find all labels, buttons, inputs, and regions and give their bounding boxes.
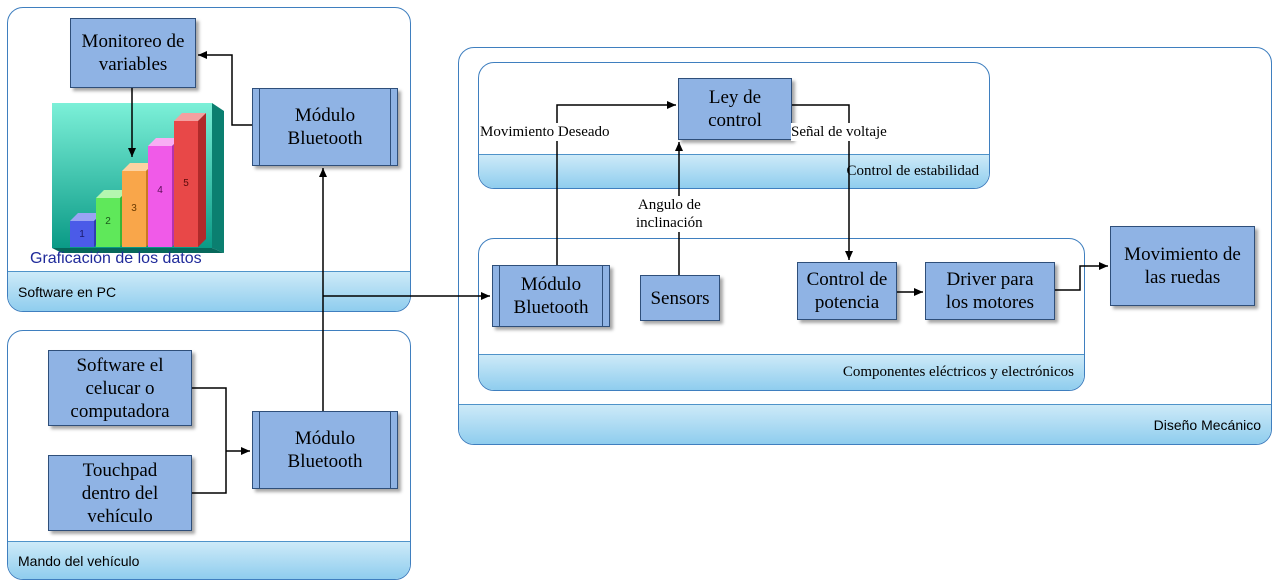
chart-bar-5: 5 bbox=[174, 113, 206, 247]
driver-motores-block: Driver para los motores bbox=[925, 262, 1055, 320]
modulo-bluetooth-componentes-block: Módulo Bluetooth bbox=[492, 265, 610, 327]
wire-touchpad-to-mando bbox=[192, 451, 227, 494]
group-diseno-label: Diseño Mecánico bbox=[459, 404, 1271, 444]
chart-bar-label-4: 4 bbox=[157, 185, 163, 196]
chart-bars: 1 2 3 4 5 bbox=[70, 113, 206, 247]
movimiento-deseado-label: Movimiento Deseado bbox=[480, 123, 610, 141]
angulo-inclinacion-label: Angulo de inclinación bbox=[636, 196, 703, 232]
chart-backdrop-side bbox=[212, 103, 224, 253]
senal-voltaje-label: Señal de voltaje bbox=[791, 123, 887, 141]
monitoreo-variables-block: Monitoreo de variables bbox=[70, 18, 196, 88]
chart-bar-label-3: 3 bbox=[131, 203, 137, 214]
wire-movimiento-deseado bbox=[556, 101, 676, 265]
group-software-pc-label: Software en PC bbox=[8, 271, 410, 311]
wire-senal-voltaje bbox=[792, 104, 853, 260]
modulo-bluetooth-mando-block: Módulo Bluetooth bbox=[252, 411, 398, 489]
chart-bar-label-5: 5 bbox=[183, 178, 189, 189]
software-celular-block: Software el celucar o computadora bbox=[48, 350, 192, 426]
modulo-bluetooth-pc-block: Módulo Bluetooth bbox=[252, 88, 398, 166]
touchpad-block: Touchpad dentro del vehículo bbox=[48, 455, 192, 531]
movimiento-ruedas-block: Movimiento de las ruedas bbox=[1110, 226, 1255, 306]
wire-modulo-pc-to-monitoreo bbox=[198, 51, 252, 126]
group-control-estabilidad-label: Control de estabilidad bbox=[479, 154, 989, 188]
chart-bar-label-1: 1 bbox=[79, 229, 85, 240]
control-potencia-block: Control de potencia bbox=[797, 262, 897, 320]
ley-control-block: Ley de control bbox=[678, 78, 792, 140]
group-mando-label: Mando del vehículo bbox=[8, 541, 410, 579]
wire-driver-to-ruedas bbox=[1055, 262, 1108, 291]
chart-caption: Graficación de los datos bbox=[30, 250, 202, 267]
chart-backdrop-bottom bbox=[52, 248, 224, 253]
wire-software-to-mando bbox=[192, 387, 227, 451]
chart-bar-label-2: 2 bbox=[105, 216, 111, 227]
sensors-block: Sensors bbox=[640, 275, 720, 321]
group-componentes-label: Componentes eléctricos y electrónicos bbox=[479, 354, 1084, 390]
